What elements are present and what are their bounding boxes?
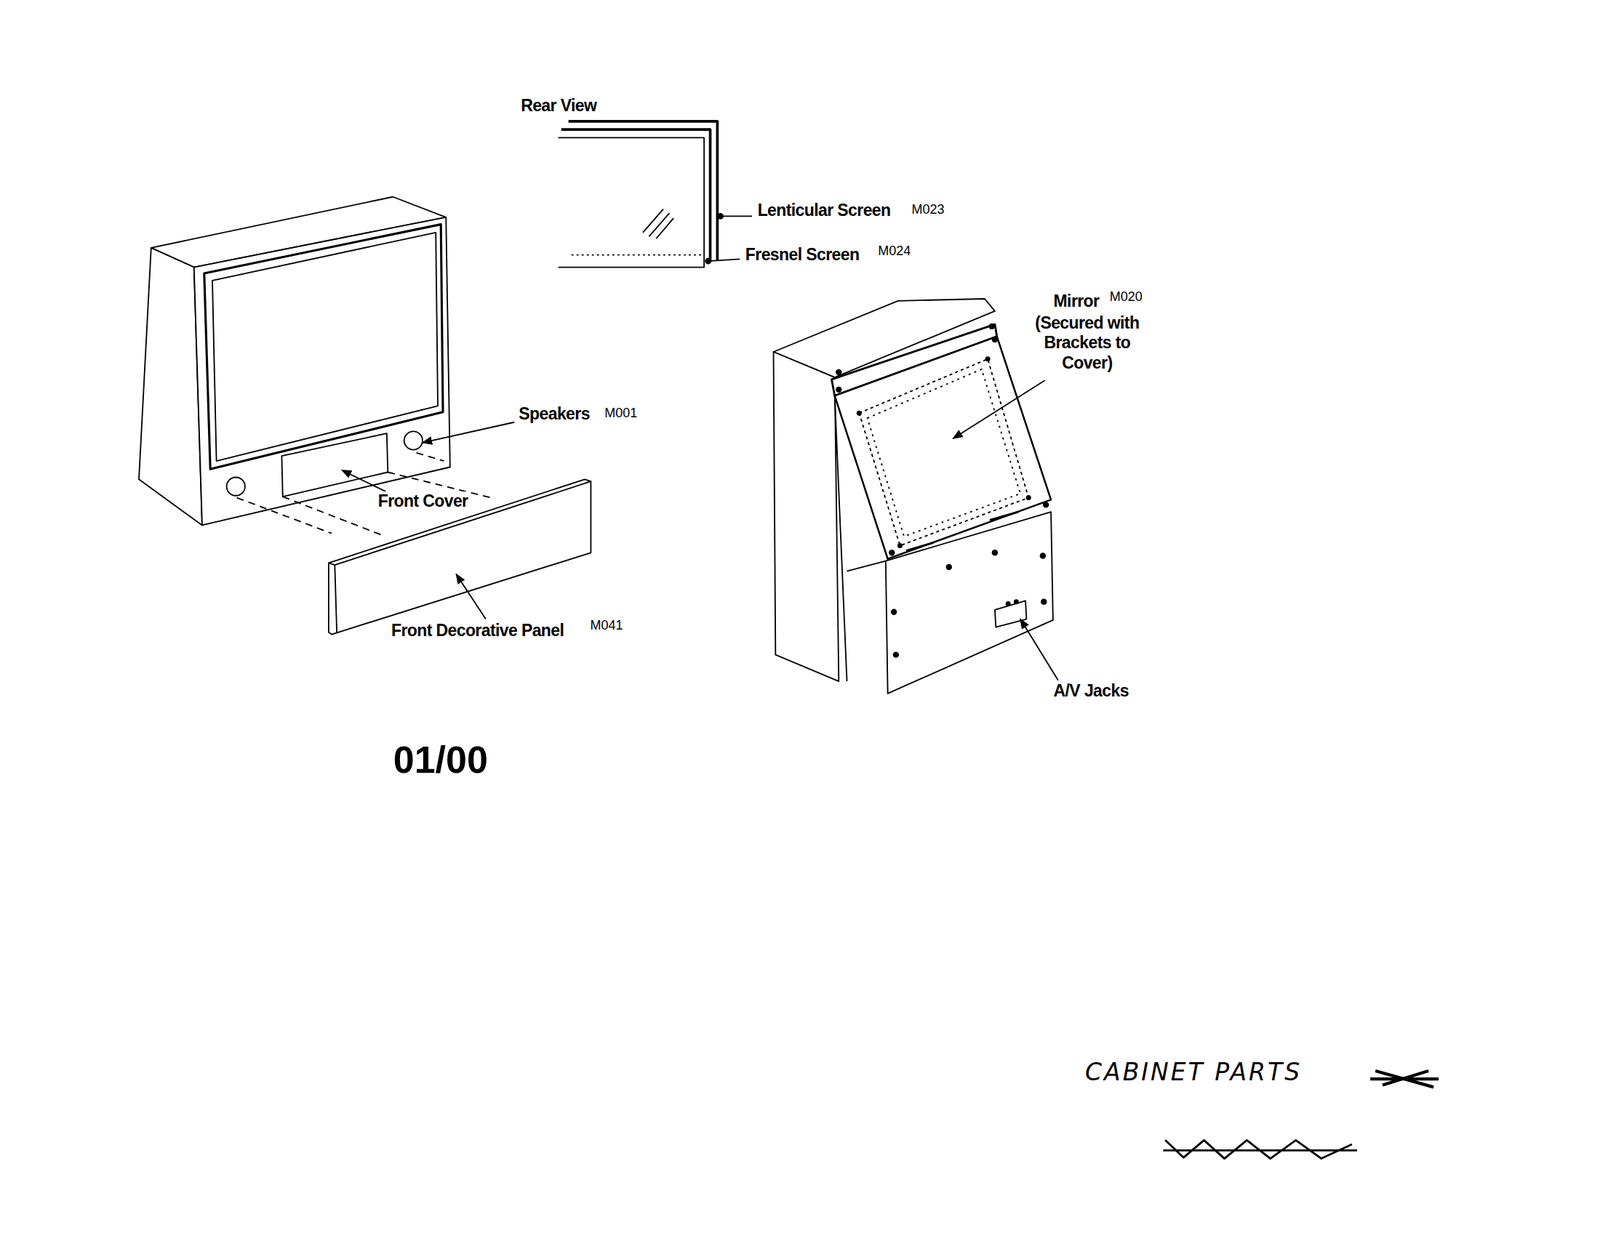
date-code: 01/00 — [392, 738, 490, 783]
part-number: M023 — [910, 202, 947, 218]
leader-lines — [341, 216, 1059, 680]
tv-front-view — [138, 197, 496, 536]
part-name: Mirror — [1052, 291, 1102, 311]
part-name: A/V Jacks — [1052, 681, 1131, 701]
view-title: Rear View — [519, 96, 598, 115]
part-name: Fresnel Screen — [744, 245, 862, 264]
part-number: M001 — [602, 405, 639, 422]
part-name: Speakers — [517, 404, 592, 424]
handwritten-note: CABINET PARTS — [1083, 1058, 1304, 1087]
part-number: M024 — [876, 243, 912, 259]
part-name: Lenticular Screen — [756, 200, 893, 220]
cabinet-rear-view — [773, 298, 1054, 694]
part-name: Front Decorative Panel — [389, 621, 566, 640]
part-number: M020 — [1108, 289, 1144, 305]
part-name: Front Cover — [376, 491, 470, 511]
part-note: (Secured with Brackets to Cover) — [1023, 313, 1151, 374]
part-number: M041 — [589, 618, 625, 634]
screen-rear-view — [558, 121, 724, 268]
decorative-panel — [328, 479, 592, 635]
